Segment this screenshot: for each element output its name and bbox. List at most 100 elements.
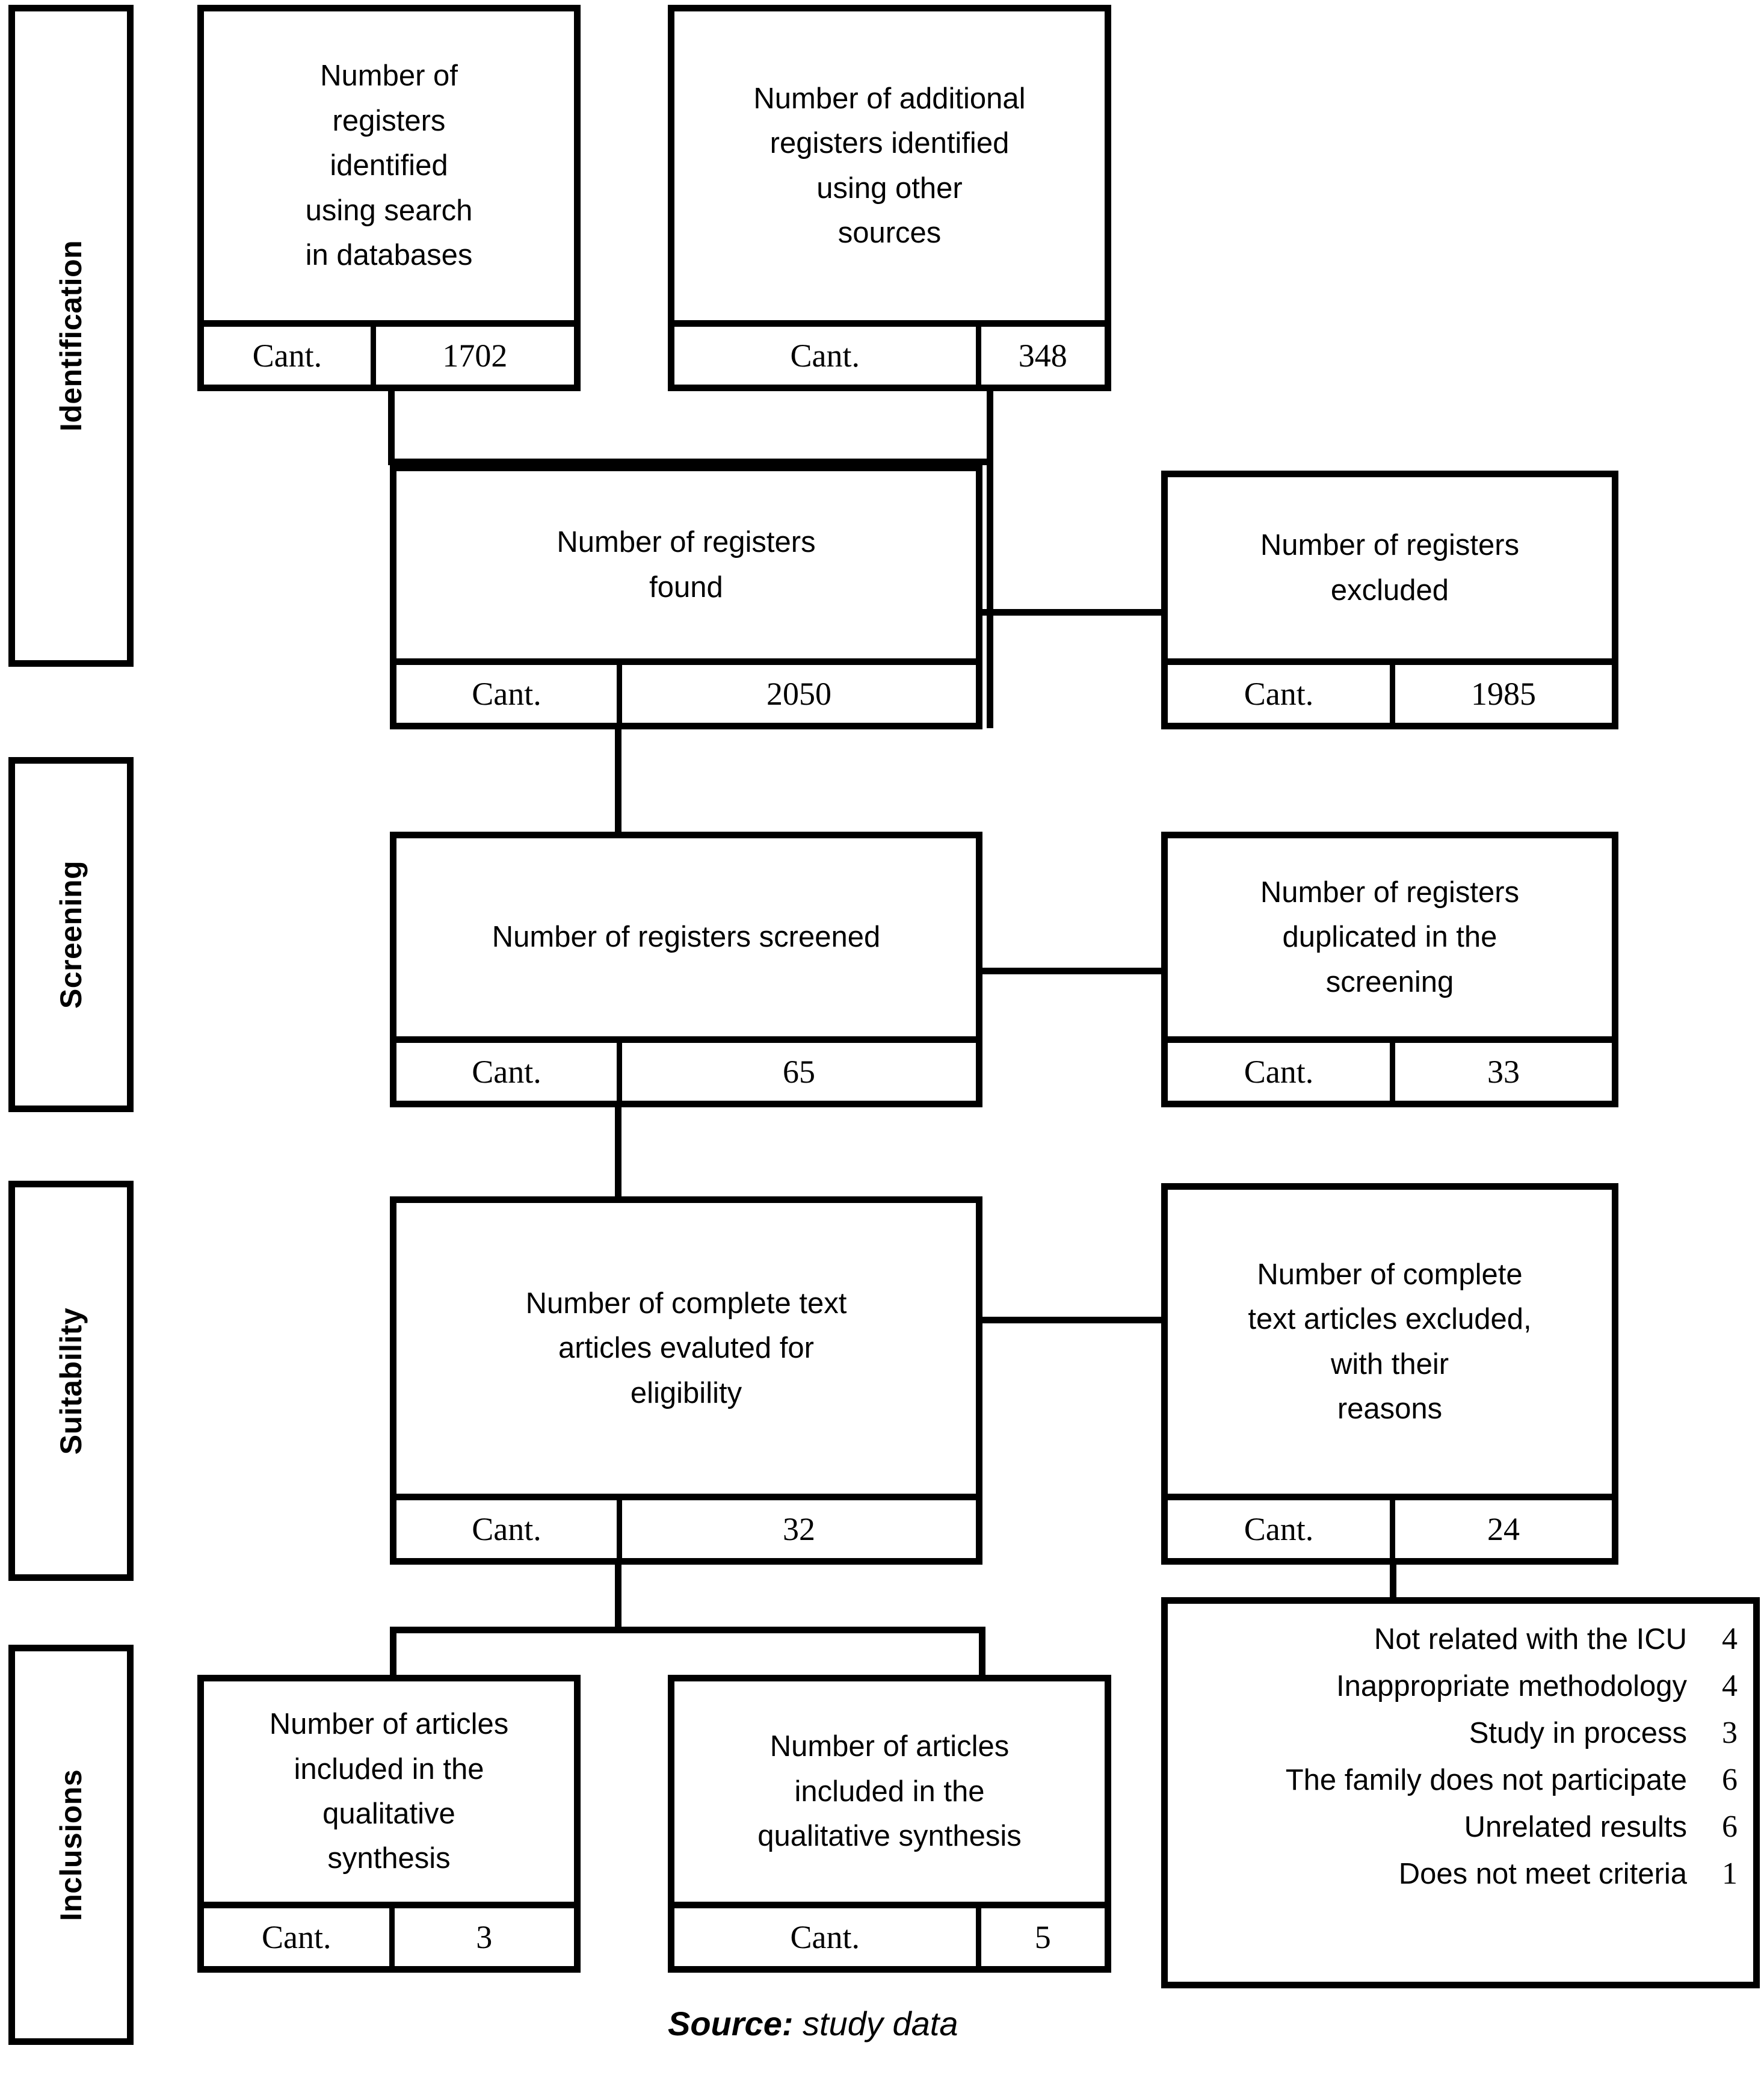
node-fulltext-excluded-count-row: Cant. 24 — [1168, 1494, 1612, 1558]
node-fulltext-excluded-count-value: 24 — [1487, 1511, 1520, 1547]
node-other-sources-count-label: Cant. — [674, 327, 981, 385]
node-registers-screened-count-value: 65 — [782, 1054, 815, 1090]
reason-text: Inappropriate methodology — [1336, 1670, 1687, 1702]
reason-row: Not related with the ICU 4 — [1180, 1616, 1738, 1663]
stage-label-screening: Screening — [54, 860, 88, 1009]
stage-box-screening: Screening — [8, 757, 134, 1112]
reason-row: Unrelated results 6 — [1180, 1804, 1738, 1851]
exclusion-reasons-panel: Not related with the ICU 4 Inappropriate… — [1161, 1597, 1760, 1988]
node-qualitative-right-count-row: Cant. 5 — [674, 1902, 1105, 1966]
reason-count: 4 — [1722, 1669, 1738, 1703]
reason-count: 1 — [1722, 1857, 1738, 1891]
reason-text: The family does not participate — [1285, 1764, 1687, 1796]
stage-label-identification: Identification — [54, 240, 88, 432]
source-caption: Source: study data — [668, 2004, 958, 2043]
node-fulltext-evaluated-count-value: 32 — [782, 1511, 815, 1547]
connector-screened-to-duplicated — [981, 968, 1161, 974]
connector-other-sources-down — [987, 391, 993, 728]
connector-db-search-down — [388, 391, 395, 465]
reason-row: The family does not participate 6 — [1180, 1757, 1738, 1804]
node-registers-screened-count-label: Cant. — [396, 1043, 622, 1101]
connector-screened-to-fulltext — [615, 1107, 621, 1196]
node-fulltext-excluded-count-label: Cant. — [1168, 1500, 1395, 1558]
reason-row: Study in process 3 — [1180, 1710, 1738, 1757]
node-fulltext-evaluated-count-label: Cant. — [396, 1500, 622, 1558]
node-registers-duplicated-count-label: Cant. — [1168, 1043, 1395, 1101]
reason-row: Inappropriate methodology 4 — [1180, 1663, 1738, 1710]
node-registers-duplicated-count-value: 33 — [1487, 1054, 1520, 1090]
stage-box-suitability: Suitability — [8, 1181, 134, 1581]
reason-row: Does not meet criteria 1 — [1180, 1851, 1738, 1897]
node-registers-found-count-row: Cant. 2050 — [396, 658, 976, 723]
node-qualitative-left-count-value: 3 — [476, 1919, 493, 1955]
source-caption-rest: study data — [793, 2005, 958, 2043]
node-db-search-count-label: Cant. — [204, 327, 376, 385]
connector-fulltext-down — [615, 1565, 621, 1632]
connector-found-to-screened — [615, 729, 621, 832]
stage-box-identification: Identification — [8, 5, 134, 667]
node-registers-screened: Number of registers screened Cant. 65 — [390, 832, 982, 1107]
connector-found-to-excluded — [981, 609, 1161, 616]
connector-inclusions-right-down — [979, 1627, 985, 1680]
reason-text: Does not meet criteria — [1398, 1858, 1687, 1890]
node-qualitative-right-count-label: Cant. — [674, 1908, 981, 1966]
connector-identification-merge — [388, 459, 993, 465]
node-registers-excluded-count-label: Cant. — [1168, 665, 1395, 723]
node-fulltext-evaluated-count-row: Cant. 32 — [396, 1494, 976, 1558]
stage-box-inclusions: Inclusions — [8, 1645, 134, 2045]
connector-inclusions-left-down — [390, 1627, 396, 1680]
node-registers-screened-count-row: Cant. 65 — [396, 1036, 976, 1101]
reason-count: 6 — [1722, 1763, 1738, 1797]
node-registers-screened-body: Number of registers screened — [396, 838, 976, 1036]
node-other-sources-count-value: 348 — [1018, 338, 1067, 374]
node-registers-found-count-value: 2050 — [766, 676, 831, 712]
reason-text: Study in process — [1469, 1717, 1687, 1749]
stage-label-inclusions: Inclusions — [54, 1769, 88, 1921]
node-registers-excluded-count-row: Cant. 1985 — [1168, 658, 1612, 723]
reason-count: 6 — [1722, 1810, 1738, 1844]
node-registers-screened-text: Number of registers screened — [492, 921, 881, 954]
node-registers-duplicated-count-row: Cant. 33 — [1168, 1036, 1612, 1101]
node-qualitative-left-count-label: Cant. — [204, 1908, 395, 1966]
node-db-search-count-row: Cant. 1702 — [204, 320, 574, 385]
stage-label-suitability: Suitability — [54, 1307, 88, 1455]
connector-fulltext-to-excluded — [981, 1317, 1161, 1323]
reason-text: Unrelated results — [1464, 1811, 1687, 1843]
node-qualitative-left-count-row: Cant. 3 — [204, 1902, 574, 1966]
node-registers-found-count-label: Cant. — [396, 665, 622, 723]
reason-count: 3 — [1722, 1716, 1738, 1750]
reason-text: Not related with the ICU — [1374, 1623, 1687, 1656]
node-qualitative-right-count-value: 5 — [1034, 1919, 1051, 1955]
source-caption-bold: Source: — [668, 2005, 794, 2043]
reason-count: 4 — [1722, 1622, 1738, 1656]
node-registers-excluded-count-value: 1985 — [1471, 676, 1536, 712]
